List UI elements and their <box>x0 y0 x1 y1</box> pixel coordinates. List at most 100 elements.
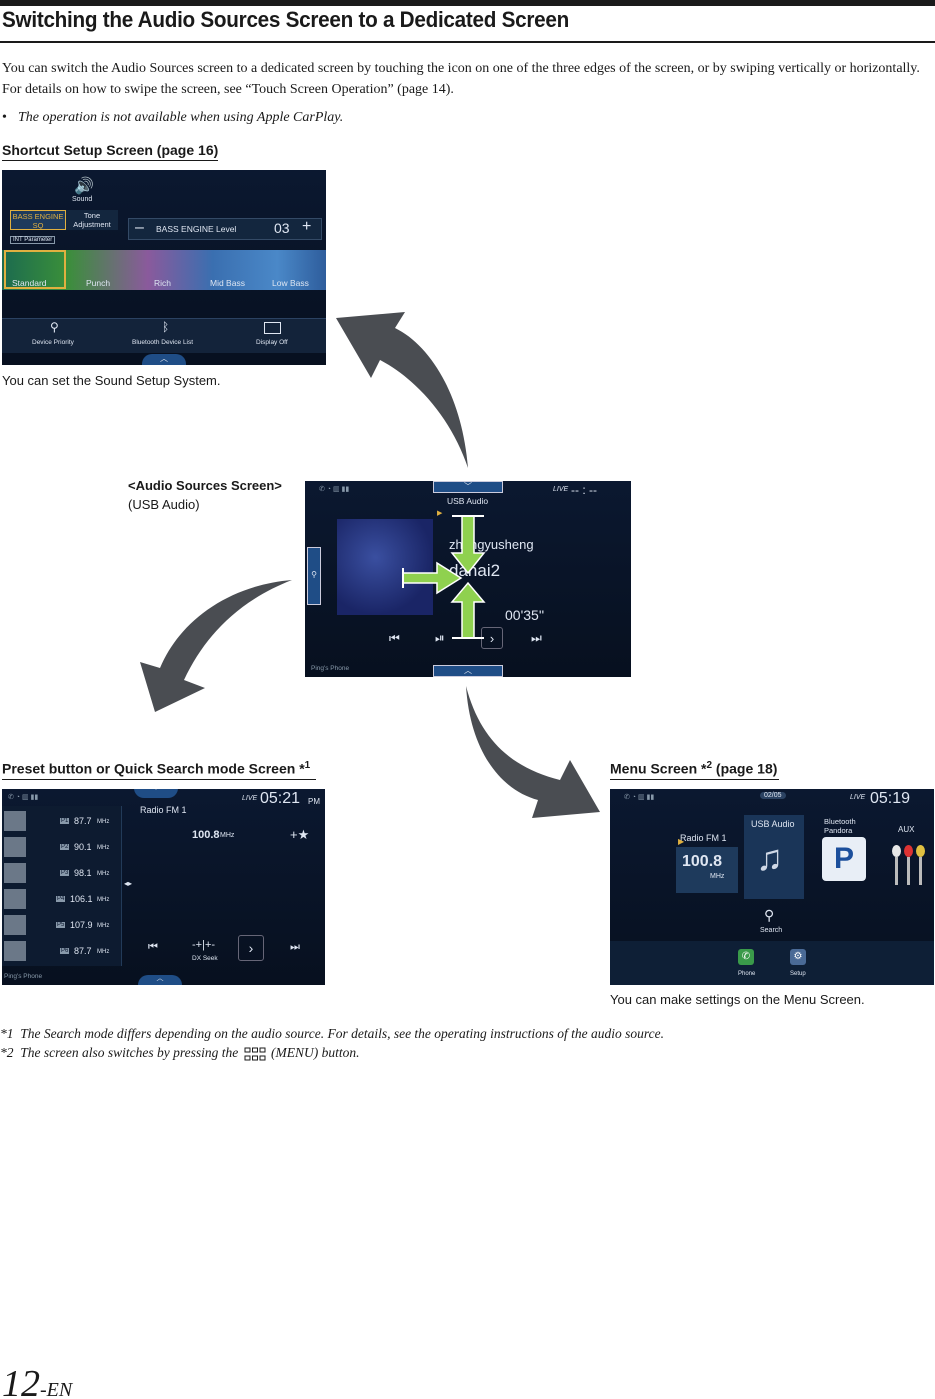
preset-number: P5 <box>56 922 66 928</box>
preset-frequency[interactable]: 90.1 <box>74 842 92 852</box>
preset-mid-bass[interactable]: Mid Bass <box>210 278 245 288</box>
live-badge: LIVE <box>242 795 258 802</box>
chevron-down-icon[interactable]: ﹀ <box>433 481 503 493</box>
dx-seek-label[interactable]: DX Seek <box>192 955 218 962</box>
next-button[interactable]: ⏭ <box>290 941 300 953</box>
phone-name: Ping's Phone <box>4 973 43 980</box>
elapsed-time: 00'35'' <box>505 607 545 623</box>
level-label: BASS ENGINE Level <box>156 224 237 234</box>
phone-name: Ping's Phone <box>311 665 350 672</box>
preset-punch[interactable]: Punch <box>86 278 111 288</box>
live-badge: LIVE <box>850 794 866 801</box>
device-priority-button[interactable]: Device Priority <box>32 339 74 346</box>
top-rule <box>0 0 935 6</box>
menu-screen: ✆ ◔ ▥ ▮▮ 02/05 LIVE 05:19 Radio FM 1 ▶ 1… <box>610 789 934 985</box>
menu-heading-sup: 2 <box>706 760 713 771</box>
preset-number: P4 <box>56 896 66 902</box>
usb-audio-label: USB Audio <box>751 819 795 829</box>
usb-audio-tile[interactable] <box>744 815 804 899</box>
sound-label: Sound <box>72 196 93 203</box>
status-icons: ✆ ◔ ▥ ▮▮ <box>624 794 655 801</box>
bluetooth-device-list-button[interactable]: Bluetooth Device List <box>132 339 194 346</box>
carplay-note: • The operation is not available when usi… <box>2 110 343 126</box>
preset-unit: MHz <box>97 871 110 877</box>
chevron-up-icon[interactable]: ︿ <box>138 975 182 985</box>
preset-frequency[interactable]: 87.7 <box>74 816 92 826</box>
tab-bass-engine[interactable]: BASS ENGINE SQ <box>10 210 66 230</box>
aux-icon[interactable] <box>890 841 930 889</box>
chevron-up-icon[interactable]: ︿ <box>433 665 503 677</box>
preset-frequency[interactable]: 106.1 <box>70 894 93 904</box>
footnote-1: *1 The Search mode differs depending on … <box>0 1026 664 1042</box>
preset-frequency[interactable]: 107.9 <box>70 920 93 930</box>
page-number: 12-EN <box>2 1362 72 1399</box>
arrow-to-menu <box>466 686 600 818</box>
note-text: The operation is not available when usin… <box>18 110 344 125</box>
phone-icon[interactable]: ✆ <box>738 949 754 965</box>
chevron-up-icon[interactable]: ︿ <box>142 354 186 365</box>
radio-unit: MHz <box>710 873 725 880</box>
device-priority-icon: ⚲ <box>50 320 59 334</box>
next-button[interactable]: ⏭ <box>531 631 542 645</box>
dx-seek-icon: -+|+- <box>192 939 216 951</box>
add-favorite-icon[interactable]: +★ <box>290 827 310 842</box>
preset-standard[interactable]: Standard <box>12 278 47 288</box>
chevron-right-icon[interactable]: › <box>238 935 264 961</box>
level-minus-button[interactable]: – <box>135 219 144 236</box>
preset-unit: MHz <box>97 923 110 929</box>
source-title: USB Audio <box>447 496 489 506</box>
preset-number: P2 <box>60 844 70 850</box>
status-icons: ✆ ◔ ▥ ▮▮ <box>8 794 39 801</box>
arrow-to-preset <box>140 580 292 712</box>
bluetooth-pandora-label: Bluetooth Pandora <box>824 817 856 835</box>
page-title: Switching the Audio Sources Screen to a … <box>2 7 569 32</box>
preset-rich[interactable]: Rich <box>154 278 172 288</box>
intro-paragraph: You can switch the Audio Sources screen … <box>2 61 920 97</box>
play-pause-button[interactable]: ⏯ <box>435 631 445 645</box>
display-off-button[interactable]: Display Off <box>256 339 288 346</box>
level-plus-button[interactable]: + <box>302 218 312 235</box>
radio-frequency: 100.8 <box>682 853 723 870</box>
preset-heading-sup: 1 <box>304 760 311 771</box>
page-indicator: 02/05 <box>760 792 786 799</box>
frequency: 100.8 <box>192 829 220 841</box>
track-name: danai2 <box>449 561 501 580</box>
gear-icon[interactable]: ⚙ <box>790 949 806 965</box>
preset-unit: MHz <box>97 949 110 955</box>
preset-frequency[interactable]: 98.1 <box>74 868 92 878</box>
footnote-2-text-b: (MENU) button. <box>270 1045 360 1060</box>
pandora-icon[interactable]: P <box>822 837 866 881</box>
preset-low-bass[interactable]: Low Bass <box>272 278 309 288</box>
collapse-handle-icon[interactable]: ◂▸ <box>124 879 133 888</box>
play-indicator-icon: ▶ <box>678 837 685 846</box>
title-rule <box>0 41 935 43</box>
display-icon <box>264 322 281 334</box>
page-number-suffix: -EN <box>40 1379 73 1399</box>
previous-button[interactable]: ⏮ <box>389 631 400 645</box>
bluetooth-icon: ᛒ <box>162 320 170 334</box>
search-icon[interactable]: ⚲ <box>764 907 775 923</box>
previous-button[interactable]: ⏮ <box>148 941 158 953</box>
preset-screen: ✆ ◔ ▥ ▮▮ ﹀ Radio FM 1 LIVE 05:21 PM 100.… <box>2 789 325 985</box>
audio-sources-screen: ✆ ◔ ▥ ▮▮ ﹀ USB Audio LIVE -- : -- ▶ zhen… <box>305 481 631 677</box>
search-label: Search <box>760 927 783 934</box>
chevron-right-icon[interactable]: › <box>481 627 503 649</box>
bullet: • <box>2 110 7 125</box>
search-edge-icon[interactable]: ⚲ <box>307 547 321 605</box>
live-badge: LIVE <box>553 486 569 493</box>
preset-frequency[interactable]: 87.7 <box>74 946 92 956</box>
menu-heading-page: (page 18) <box>712 760 778 777</box>
footnote-2-mark: *2 <box>0 1045 14 1060</box>
chevron-down-icon[interactable]: ﹀ <box>134 789 178 798</box>
radio-tile[interactable] <box>676 847 738 893</box>
footnote-1-text: The Search mode differs depending on the… <box>20 1026 665 1041</box>
int-parameter-button[interactable]: INT Parameter <box>10 236 56 244</box>
menu-heading-text: Menu Screen * <box>610 760 707 777</box>
preset-unit: MHz <box>97 819 110 825</box>
footnote-1-mark: *1 <box>0 1026 14 1041</box>
tab-tone-adjustment[interactable]: Tone Adjustment <box>66 210 118 230</box>
status-icons: ✆ ◔ ▥ ▮▮ <box>319 486 350 493</box>
play-indicator-icon: ▶ <box>437 510 443 517</box>
music-note-icon: ♫ <box>756 837 783 878</box>
menu-button-icon <box>244 1047 266 1061</box>
